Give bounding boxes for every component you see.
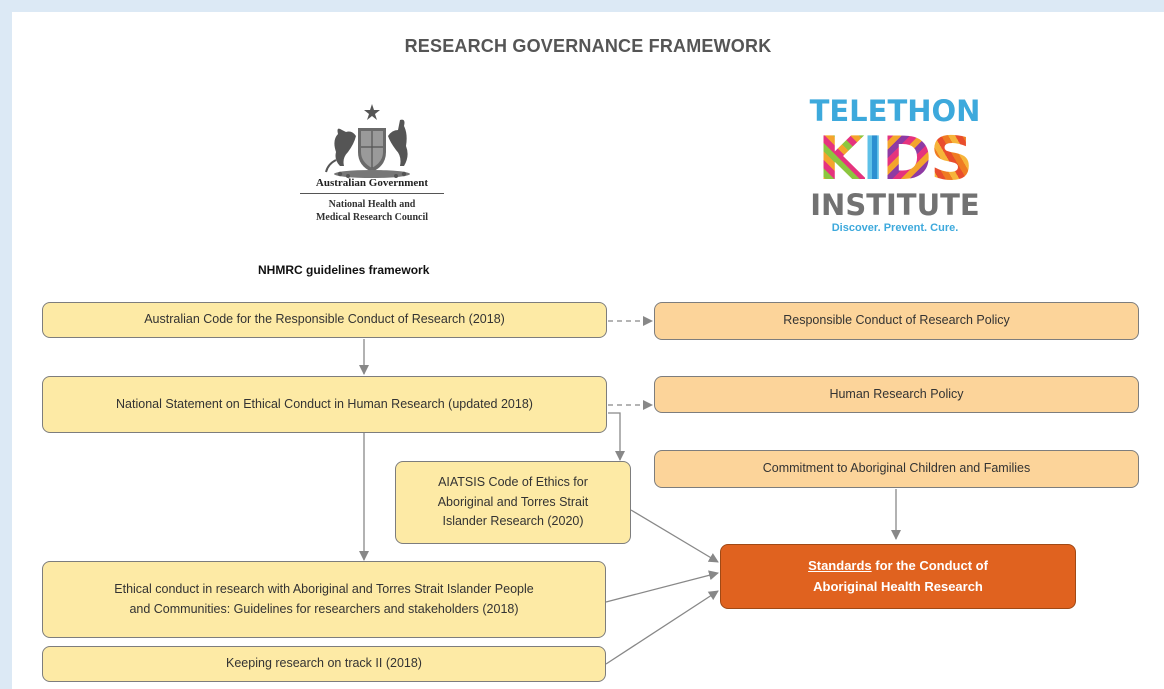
standards-link[interactable]: Standards [808, 558, 872, 574]
telethon-logo-letter-i: I [862, 124, 885, 194]
coat-of-arms-icon [325, 104, 410, 178]
box-ethical-line1: Ethical conduct in research with Aborigi… [114, 582, 534, 597]
box-ethical-line2: and Communities: Guidelines for research… [129, 601, 519, 616]
box-hr-policy: Human Research Policy [654, 376, 1139, 413]
connector-layer [359, 316, 901, 665]
box-keeping-track: Keeping research on track II (2018) [42, 646, 606, 682]
box-commitment: Commitment to Aboriginal Children and Fa… [654, 450, 1139, 488]
box-aiatsis-line1: AIATSIS Code of Ethics for [438, 475, 588, 490]
gov-logo-name: Australian Government [315, 177, 429, 189]
gov-logo-divider [300, 193, 444, 194]
box-keeping-track-label: Keeping research on track II (2018) [226, 656, 422, 671]
page-title: RESEARCH GOVERNANCE FRAMEWORK [404, 36, 772, 56]
arrow-solid [605, 590, 719, 665]
box-aiatsis-line2: Aboriginal and Torres Strait [437, 494, 589, 509]
arrow-solid [608, 412, 625, 461]
gov-logo-subtitle: National Health and Medical Research Cou… [282, 199, 462, 224]
box-code-2018-label: Australian Code for the Responsible Cond… [144, 312, 505, 327]
telethon-logo-tagline: Discover. Prevent. Cure. [831, 222, 959, 234]
telethon-logo-letter-s: S [930, 124, 974, 194]
box-aiatsis-code: AIATSIS Code of Ethics for Aboriginal an… [395, 461, 631, 544]
box-code-2018: Australian Code for the Responsible Cond… [42, 302, 607, 338]
telethon-logo-word1: TELETHON [809, 94, 981, 128]
box-national-statement: National Statement on Ethical Conduct in… [42, 376, 607, 433]
standards-line1-rest: for the Conduct of [871, 558, 988, 574]
box-commitment-label: Commitment to Aboriginal Children and Fa… [762, 461, 1031, 476]
gov-logo-sub-line1: National Health and [328, 199, 416, 210]
box-standards-line1: Standards for the Conduct of [808, 556, 988, 576]
gov-logo-sub-line2: Medical Research Council [315, 211, 429, 223]
box-rcr-policy-label: Responsible Conduct of Research Policy [783, 313, 1010, 328]
box-standards-line2: Aboriginal Health Research [813, 578, 983, 594]
arrow-solid [605, 570, 719, 603]
box-rcr-policy: Responsible Conduct of Research Policy [654, 302, 1139, 340]
telethon-logo-letter-k: K [818, 124, 865, 194]
telethon-logo-letter-d: D [882, 124, 932, 194]
arrow-solid [630, 509, 719, 563]
telethon-logo-word3: INSTITUTE [810, 188, 980, 222]
box-hr-policy-label: Human Research Policy [829, 386, 964, 401]
section-subtitle: NHMRC guidelines framework [258, 263, 430, 277]
box-ethical-conduct: Ethical conduct in research with Aborigi… [42, 561, 606, 638]
box-national-statement-label: National Statement on Ethical Conduct in… [116, 396, 533, 411]
box-standards: Standards for the Conduct of Aboriginal … [720, 544, 1076, 609]
diagram-canvas: RESEARCH GOVERNANCE FRAMEWORK Australian… [12, 12, 1164, 689]
box-aiatsis-line3: Islander Research (2020) [442, 514, 584, 529]
